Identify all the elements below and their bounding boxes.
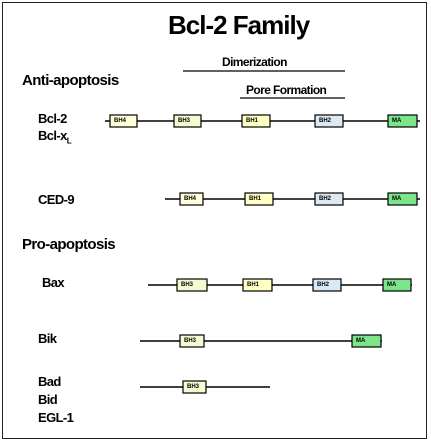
domain-box-bh3 (179, 334, 205, 348)
pore-formation-label: Pore Formation (246, 83, 327, 97)
domain-box-bh4 (179, 192, 204, 206)
domain-label-bh3: BH3 (181, 282, 194, 288)
protein-row: BH4 BH1 BH2 MA (165, 192, 420, 206)
domain-label-ma: MA (387, 282, 397, 288)
protein-label-ced9: CED-9 (38, 192, 75, 207)
domain-box-ma (387, 114, 418, 128)
protein-label-bik: Bik (38, 331, 57, 346)
domain-box-bh3 (176, 278, 208, 292)
domain-box-ma (387, 192, 418, 206)
domain-label-ma: MA (392, 196, 402, 202)
domain-box-bh4 (109, 114, 138, 128)
domain-label-bh4: BH4 (184, 196, 197, 202)
domain-label-bh1: BH1 (246, 118, 259, 124)
anti-apoptosis-heading: Anti-apoptosis (22, 72, 119, 89)
domain-box-bh3 (182, 380, 207, 394)
domain-box-bh1 (244, 192, 274, 206)
domain-box-bh2 (312, 278, 342, 292)
domain-label-bh1: BH1 (249, 196, 262, 202)
domain-label-bh3: BH3 (178, 118, 191, 124)
protein-label-bax: Bax (42, 275, 65, 290)
domain-label-bh2: BH2 (319, 118, 332, 124)
protein-row: BH3 MA (140, 334, 382, 348)
domain-label-ma: MA (392, 118, 402, 124)
protein-row: BH3 BH1 BH2 MA (148, 278, 412, 292)
domain-box-bh2 (314, 192, 344, 206)
page-title: Bcl-2 Family (168, 10, 310, 40)
domain-label-bh1: BH1 (247, 282, 260, 288)
protein-row: BH4 BH3 BH1 BH2 MA (105, 114, 420, 128)
domain-box-bh2 (314, 114, 344, 128)
protein-row: BH3 (140, 380, 270, 394)
protein-label-bclxl: Bcl-xL (38, 128, 72, 146)
domain-box-bh1 (242, 278, 273, 292)
domain-box-bh1 (241, 114, 271, 128)
domain-box-bh3 (173, 114, 202, 128)
domain-label-bh4: BH4 (114, 118, 127, 124)
protein-label-bid: Bid (38, 392, 58, 407)
protein-label-egl1: EGL-1 (38, 410, 74, 425)
diagram-frame (2, 2, 427, 439)
protein-label-bcl2: Bcl-2 (38, 111, 67, 126)
domain-label-bh3: BH3 (184, 338, 197, 344)
domain-box-ma (351, 334, 382, 348)
domain-box-ma (382, 278, 412, 292)
pro-apoptosis-heading: Pro-apoptosis (22, 236, 116, 253)
domain-label-bh2: BH2 (319, 196, 332, 202)
dimerization-label: Dimerization (222, 55, 287, 69)
domain-label-ma: MA (356, 338, 366, 344)
domain-label-bh2: BH2 (317, 282, 330, 288)
protein-label-bad: Bad (38, 374, 61, 389)
domain-label-bh3: BH3 (187, 384, 200, 390)
